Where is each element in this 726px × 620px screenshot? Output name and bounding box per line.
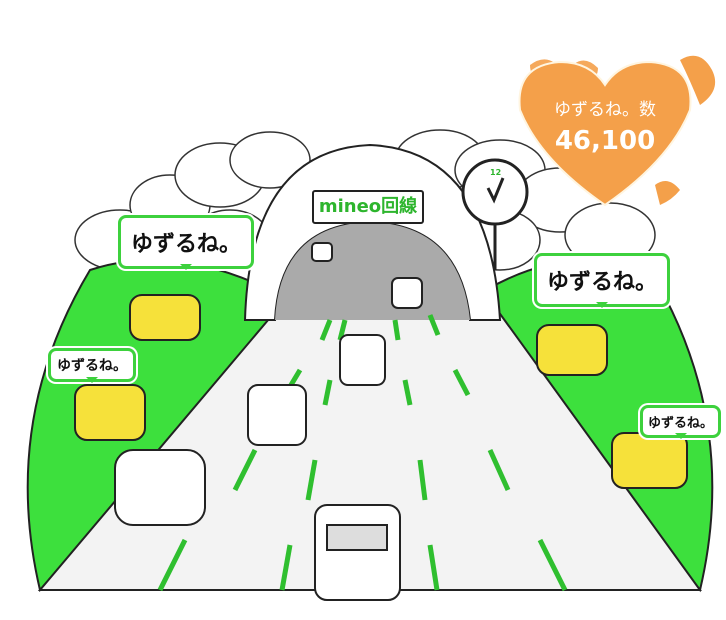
heart-counter-badge [518, 55, 716, 207]
counter-label: ゆずるね。数 [554, 100, 656, 120]
lane-markings [157, 314, 568, 592]
speech-bubble: ゆずるね。 [534, 253, 671, 308]
parked-yellow-cars [74, 294, 688, 489]
cars [114, 242, 423, 601]
clock-twelve: 12 [490, 168, 502, 177]
mineo-sign: mineo回線 [312, 190, 424, 224]
speech-bubble: ゆずるね。 [640, 405, 722, 439]
counter-value: 46,100 [554, 126, 656, 156]
clock-icon [461, 158, 529, 270]
speech-bubble: ゆずるね。 [48, 348, 136, 383]
speech-bubble: ゆずるね。 [118, 215, 255, 270]
yuzurune-counter: ゆずるね。数 46,100 [540, 95, 670, 156]
left-grass [26, 259, 292, 593]
